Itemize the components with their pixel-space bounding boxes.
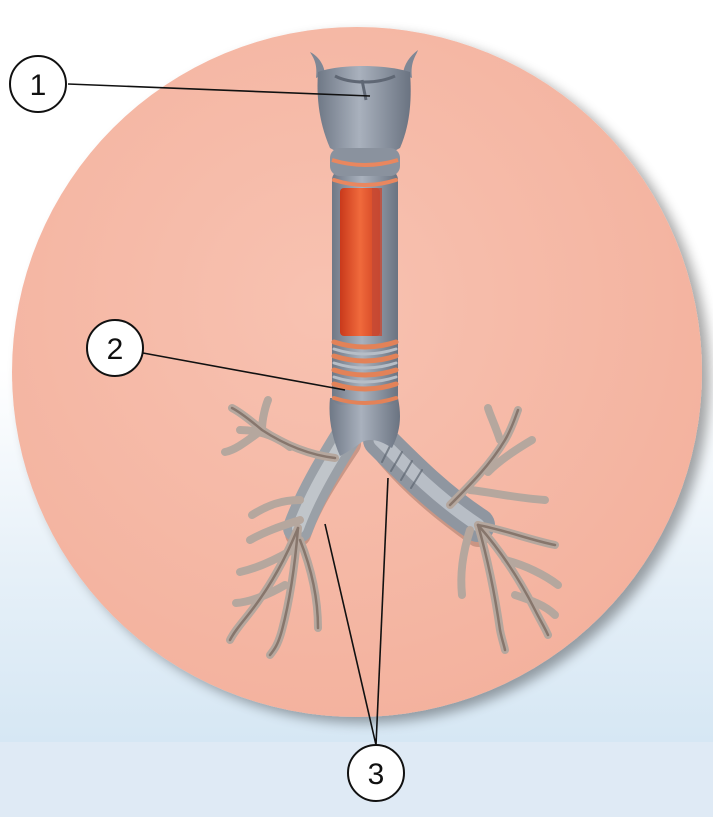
- callout-label-2: 2: [107, 333, 124, 366]
- callout-label-1: 1: [30, 69, 47, 102]
- callout-3: 3: [348, 745, 404, 801]
- callout-label-3: 3: [368, 758, 385, 791]
- callout-2: 2: [87, 320, 143, 376]
- callout-1: 1: [10, 56, 66, 112]
